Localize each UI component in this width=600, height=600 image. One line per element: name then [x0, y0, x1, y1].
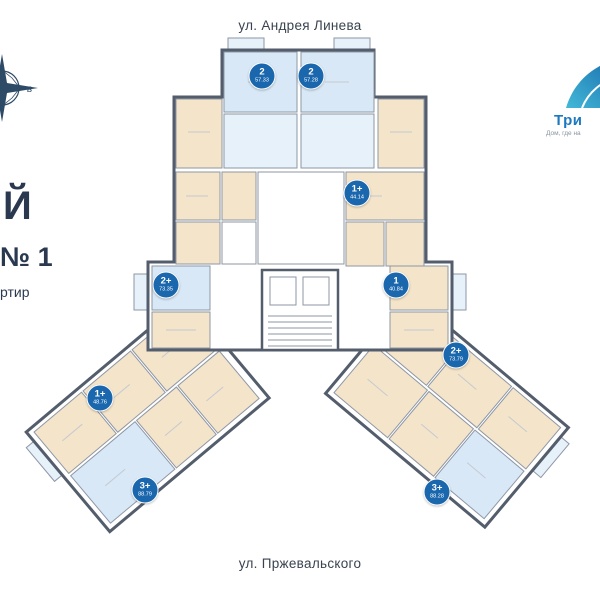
room	[388, 390, 475, 477]
apartment-type: 1+	[94, 388, 106, 400]
apartment-badge[interactable]: 2+ 73.79	[442, 341, 470, 369]
room	[177, 350, 260, 434]
room	[175, 98, 223, 169]
room	[333, 344, 429, 439]
street-label-top: ул. Андрея Линева	[238, 18, 362, 33]
compass-icon: в	[0, 48, 48, 128]
room	[33, 391, 117, 475]
apartment-area: 40.84	[389, 286, 403, 293]
room	[223, 113, 298, 169]
staircase	[268, 315, 332, 347]
apartment-badge[interactable]: 3+ 88.28	[423, 478, 451, 506]
apartment-area: 57.28	[304, 77, 318, 84]
room	[385, 221, 425, 267]
developer-logo: Три Дом, где на	[530, 54, 600, 137]
apartment-type: 3+	[431, 482, 443, 494]
apartment-type: 2	[308, 66, 314, 78]
apartment-badge[interactable]: 2 57.28	[297, 62, 325, 90]
stair-core	[260, 268, 340, 352]
room	[82, 350, 166, 433]
apartment-badge[interactable]: 3+ 88.79	[131, 476, 159, 504]
street-label-bottom: ул. Пржевальского	[238, 556, 362, 571]
room-label-marks	[166, 81, 434, 331]
apartment-type: 2+	[160, 275, 172, 287]
apartment-area: 57.33	[255, 77, 269, 84]
room	[434, 429, 525, 520]
apartment-type: 3+	[139, 480, 151, 492]
room	[300, 113, 375, 169]
logo-tagline-fragment: Дом, где на	[546, 130, 581, 137]
apartment-badge[interactable]: 1+ 44.14	[343, 179, 371, 207]
building-title-fragment: Й	[3, 184, 32, 228]
balcony	[227, 37, 265, 51]
left-wing	[24, 296, 272, 534]
central-section	[133, 37, 467, 352]
building-number-fragment: № 1	[0, 242, 53, 272]
apartments-count-fragment: ртир	[0, 284, 30, 300]
elevator-shaft	[302, 276, 330, 306]
apartment-area: 48.76	[93, 399, 107, 406]
apartment-badge[interactable]: 1+ 48.76	[86, 384, 114, 412]
elevator-shaft	[269, 276, 297, 306]
apartment-badge[interactable]: 2+ 73.35	[152, 271, 180, 299]
balcony	[451, 273, 467, 311]
apartment-area: 88.79	[138, 491, 152, 498]
room	[477, 386, 562, 470]
logo-icon	[566, 65, 600, 109]
corridor	[257, 171, 345, 265]
logo-brand-fragment: Три	[554, 112, 583, 129]
compass-east-label: в	[27, 84, 32, 95]
apartment-area: 44.14	[350, 194, 364, 201]
apartment-area: 88.28	[430, 493, 444, 500]
apartment-area: 73.79	[449, 356, 463, 363]
room	[135, 386, 217, 469]
room	[377, 98, 425, 169]
apartment-type: 2+	[450, 345, 462, 357]
apartment-type: 1	[393, 275, 399, 287]
apartment-badge[interactable]: 1 40.84	[382, 271, 410, 299]
apartment-area: 73.35	[159, 286, 173, 293]
room	[345, 221, 385, 267]
room	[175, 221, 221, 265]
apartment-type: 2	[259, 66, 265, 78]
balcony	[333, 37, 371, 51]
room	[221, 171, 257, 221]
balcony	[133, 273, 149, 311]
apartment-badge[interactable]: 2 57.33	[248, 62, 276, 90]
room	[221, 221, 257, 265]
apartment-type: 1+	[351, 183, 363, 195]
